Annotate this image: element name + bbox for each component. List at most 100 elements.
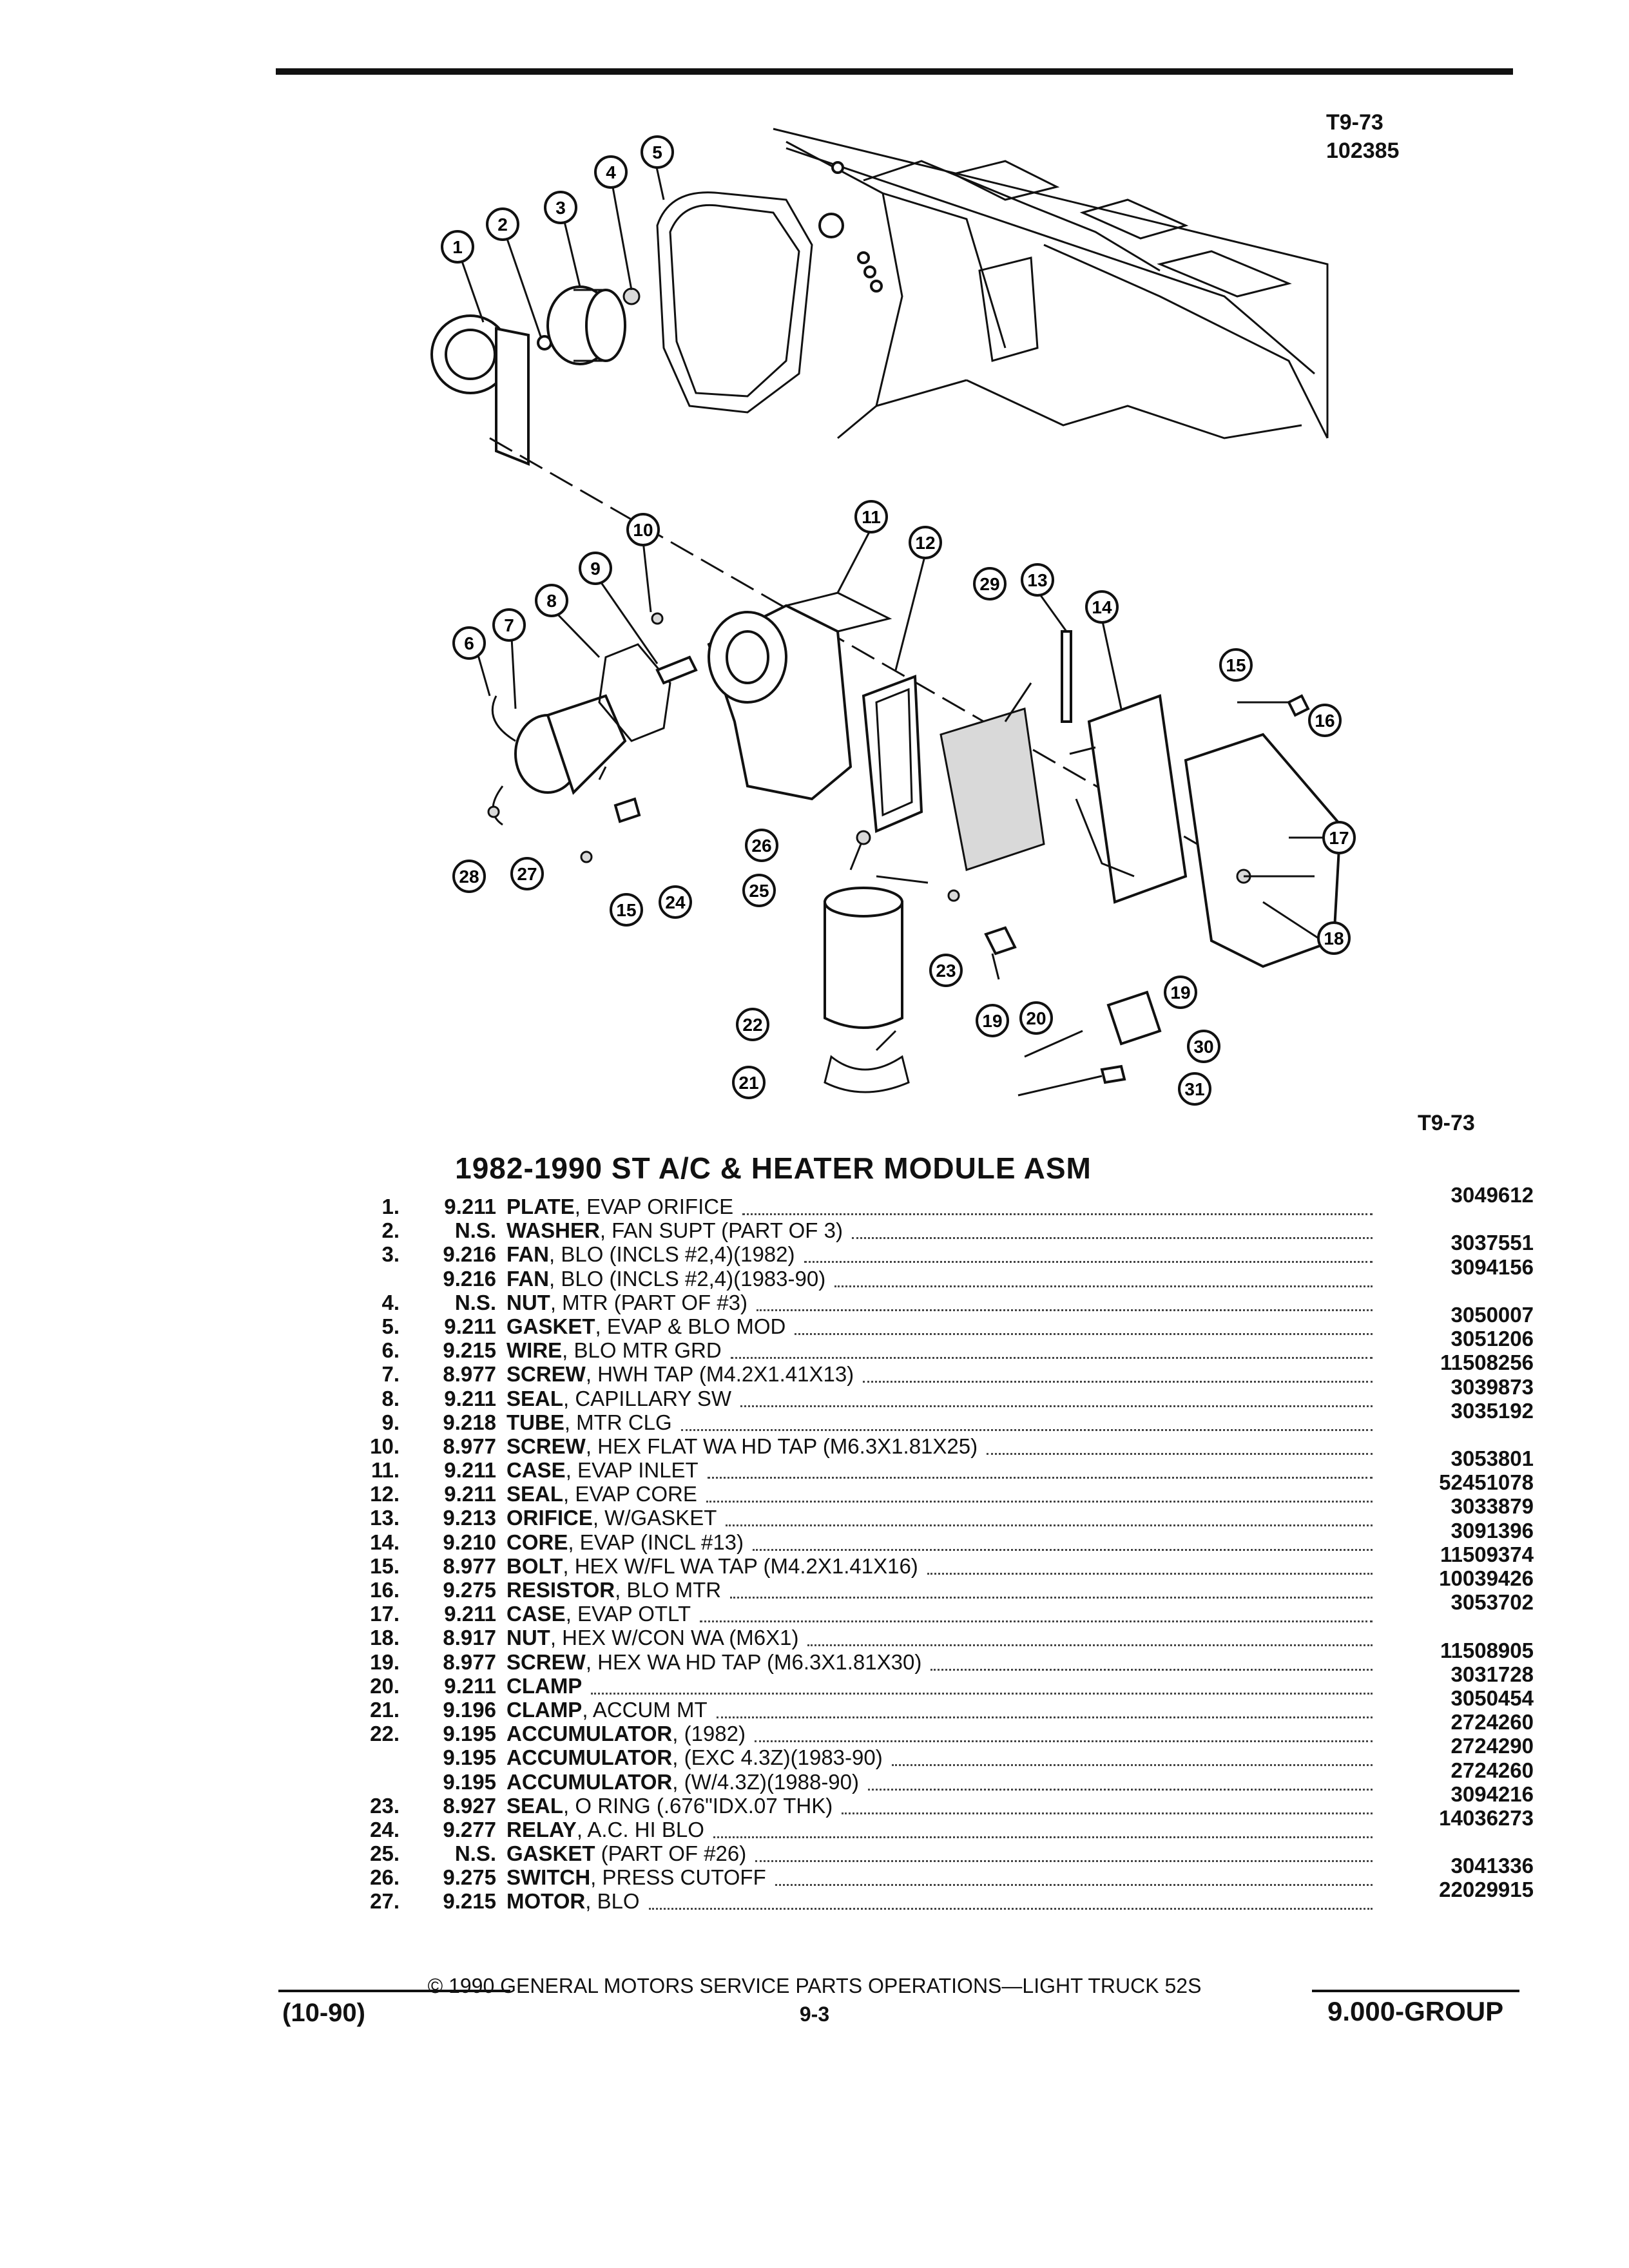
callout-2: 2 [486,207,519,241]
svg-text:24: 24 [665,892,686,912]
callout-leaders [459,164,1327,1097]
part-name: SEAL [506,1793,564,1818]
part-number: 3031728 [1451,1662,1534,1686]
figure-ref-number: 102385 [1326,139,1400,163]
dot-leader [713,1812,1373,1838]
part-detail: , A.C. HI BLO [576,1817,704,1841]
svg-text:28: 28 [459,867,479,887]
svg-text:2: 2 [497,215,508,235]
motor-cooling-tube [655,655,698,685]
group-number: 9.277 [443,1817,496,1841]
part-number: 3037551 [1451,1231,1534,1255]
part-name: SWITCH [506,1865,591,1890]
part-name: GASKET [506,1841,595,1866]
item-number: 22. [370,1722,400,1746]
bolt [580,850,593,863]
callout-17: 17 [1322,821,1356,854]
callout-25: 25 [742,874,776,907]
part-detail: , MTR (PART OF #3) [550,1290,748,1314]
part-number: 14036273 [1439,1805,1534,1830]
callout-15b: 15 [610,893,643,927]
part-detail: , CAPILLARY SW [563,1386,732,1410]
svg-text:22: 22 [742,1015,762,1035]
part-detail: , W/GASKET [592,1506,717,1530]
dot-leader [757,1285,1373,1311]
group-number: 9.215 [443,1889,496,1914]
accumulator-clamp [824,1055,910,1093]
item-number: 20. [370,1673,400,1698]
part-description: GASKET, EVAP & BLO MOD [506,1314,786,1338]
part-number: 3094156 [1451,1254,1534,1279]
svg-text:10: 10 [633,520,653,540]
exploded-parts-diagram: 1 2 3 4 5 6 7 8 9 10 11 12 13 14 15 15 1… [430,128,1356,1106]
part-name: CASE [506,1458,566,1483]
footer-rule-left [278,1990,510,1992]
dot-leader [892,1740,1373,1767]
figure-code-bottom: T9-73 [1418,1111,1475,1135]
group-number: 9.196 [443,1697,496,1722]
group-number: N.S. [454,1841,496,1866]
part-description: CASE, EVAP INLET [506,1458,699,1482]
dot-leader [753,1525,1373,1551]
item-number: 7. [381,1362,400,1387]
callout-group: 1 2 3 4 5 6 7 8 9 10 11 12 13 14 15 15 1… [441,135,1356,1106]
svg-text:29: 29 [979,574,999,594]
svg-text:8: 8 [546,591,557,611]
dot-leader [591,1669,1373,1695]
part-name: CLAMP [506,1673,583,1698]
dot-leader [717,1693,1373,1718]
evap-inlet-case [707,591,892,801]
callout-10: 10 [626,513,660,546]
part-detail: , HEX FLAT WA HD TAP (M6.3X1.81X25) [585,1434,978,1458]
part-description: SCREW, HEX WA HD TAP (M6.3X1.81X30) [506,1650,921,1674]
item-number: 26. [370,1865,400,1890]
svg-text:16: 16 [1315,711,1335,731]
item-number: 13. [370,1506,400,1530]
part-number: 3091396 [1451,1518,1534,1542]
part-detail: , BLO MTR GRD [562,1338,722,1363]
part-detail: , BLO (INCLS #2,4)(1982) [549,1242,795,1267]
callout-8: 8 [535,584,568,617]
blower-fan [546,285,626,365]
part-number: 3039873 [1451,1374,1534,1399]
svg-text:18: 18 [1324,928,1344,948]
item-number: 24. [370,1817,400,1841]
callout-1: 1 [441,230,474,264]
part-detail: , EVAP OTLT [565,1602,691,1626]
table-row: 4.N.S.NUT, MTR (PART OF #3) [348,1291,1534,1314]
part-name: NUT [506,1290,550,1314]
dot-leader [700,1597,1373,1623]
svg-text:27: 27 [517,864,537,884]
callout-12: 12 [909,526,942,559]
screw [487,805,500,818]
part-description: FAN, BLO (INCLS #2,4)(1983-90) [506,1267,825,1291]
item-number: 2. [381,1218,400,1243]
svg-text:5: 5 [652,142,662,162]
table-row: 2.N.S.WASHER, FAN SUPT (PART OF 3) [348,1218,1534,1242]
group-number: N.S. [454,1290,496,1314]
svg-text:30: 30 [1193,1037,1213,1057]
item-number: 8. [381,1386,400,1410]
part-description: NUT, HEX W/CON WA (M6X1) [506,1626,798,1649]
part-name: PLATE [506,1195,575,1218]
callout-11: 11 [854,500,888,533]
dot-leader [834,1262,1373,1287]
footer-group: 9.000-GROUP [1327,1996,1504,2026]
part-name: GASKET [506,1314,595,1338]
part-name: MOTOR [506,1889,586,1914]
part-description: NUT, MTR (PART OF #3) [506,1291,747,1314]
part-description: ACCUMULATOR, (W/4.3Z)(1988-90) [506,1770,859,1794]
part-number: 52451078 [1439,1470,1534,1495]
dot-leader [649,1884,1373,1910]
callout-13: 13 [1021,563,1054,597]
